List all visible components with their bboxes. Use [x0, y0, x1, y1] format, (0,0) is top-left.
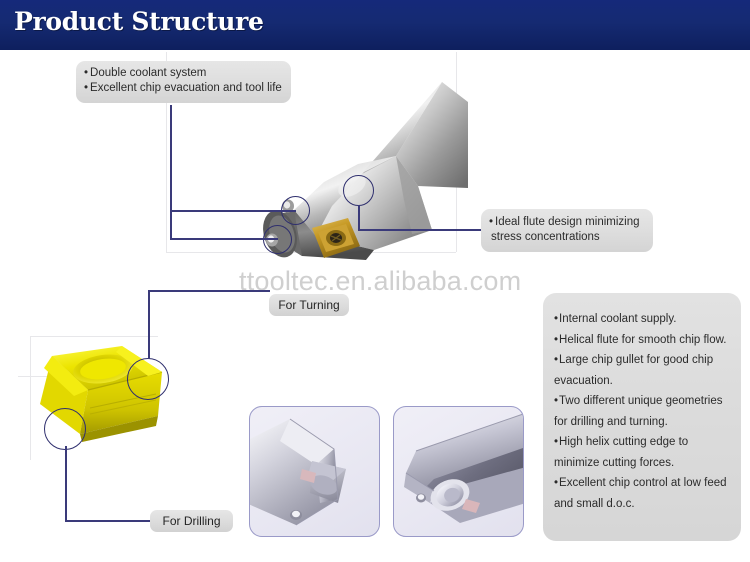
feature-item: •Internal coolant supply. — [554, 313, 677, 325]
leader-line-coolant-lower — [170, 238, 278, 240]
bullet-icon: • — [84, 67, 89, 79]
feature-item-cont: for drilling and turning. — [554, 415, 668, 428]
annotation-ring-flute — [343, 175, 374, 206]
feature-item-cont: and small d.o.c. — [554, 497, 635, 510]
bullet-icon: • — [554, 395, 559, 407]
callout-line: •Ideal flute design minimizing — [489, 216, 640, 228]
feature-item-cont: evacuation. — [554, 374, 613, 387]
thumbnail-drilling[interactable] — [393, 406, 524, 537]
leader-line-drilling-vertical — [65, 446, 67, 521]
bullet-icon: • — [554, 333, 559, 346]
leader-line-drilling-horizontal — [65, 520, 153, 522]
feature-item: •Two different unique geometries — [554, 395, 723, 407]
leader-line-flute-horizontal — [358, 229, 483, 231]
guide-line — [166, 52, 167, 252]
bullet-icon: • — [554, 477, 559, 489]
feature-item: •Helical flute for smooth chip flow. — [554, 333, 727, 346]
leader-line-flute-vertical — [358, 205, 360, 230]
feature-item-cont: minimize cutting forces. — [554, 456, 675, 469]
guide-line — [30, 336, 31, 460]
feature-item: •Large chip gullet for good chip — [554, 354, 714, 366]
annotation-ring-turning-corner — [127, 358, 169, 400]
coolant-callout: •Double coolant system •Excellent chip e… — [76, 61, 291, 103]
bullet-icon: • — [554, 436, 559, 448]
feature-list-panel: •Internal coolant supply. •Helical flute… — [543, 293, 741, 541]
flute-callout: •Ideal flute design minimizing stress co… — [481, 209, 653, 252]
for-turning-label: For Turning — [278, 298, 340, 312]
bullet-icon: • — [554, 313, 559, 325]
bullet-icon: • — [489, 216, 494, 228]
for-drilling-tag: For Drilling — [150, 510, 233, 532]
bullet-icon: • — [84, 82, 89, 94]
leader-line-coolant-stub — [170, 105, 172, 111]
leader-line-turning-horizontal — [148, 290, 270, 292]
thumbnail-turning[interactable] — [249, 406, 380, 537]
callout-line: •Double coolant system — [84, 67, 207, 79]
callout-line: •Excellent chip evacuation and tool life — [84, 82, 282, 94]
annotation-ring-coolant-lower — [263, 225, 292, 254]
bullet-icon: • — [554, 354, 559, 366]
leader-line-coolant-vertical — [170, 105, 172, 211]
leader-line-coolant-drop — [170, 210, 172, 239]
watermark-text: ttooltec.en.alibaba.com — [239, 266, 522, 296]
for-drilling-label: For Drilling — [162, 514, 221, 528]
header-bar: Product Structure — [0, 0, 750, 50]
feature-item: •Excellent chip control at low feed — [554, 477, 727, 489]
leader-line-turning-vertical — [148, 290, 150, 359]
for-turning-tag: For Turning — [269, 294, 349, 316]
page-title: Product Structure — [14, 7, 264, 36]
leader-line-coolant-upper — [170, 210, 296, 212]
callout-line: stress concentrations — [491, 231, 600, 243]
guide-line — [30, 336, 158, 337]
annotation-ring-drilling-corner — [44, 408, 86, 450]
feature-item: •High helix cutting edge to — [554, 436, 689, 448]
